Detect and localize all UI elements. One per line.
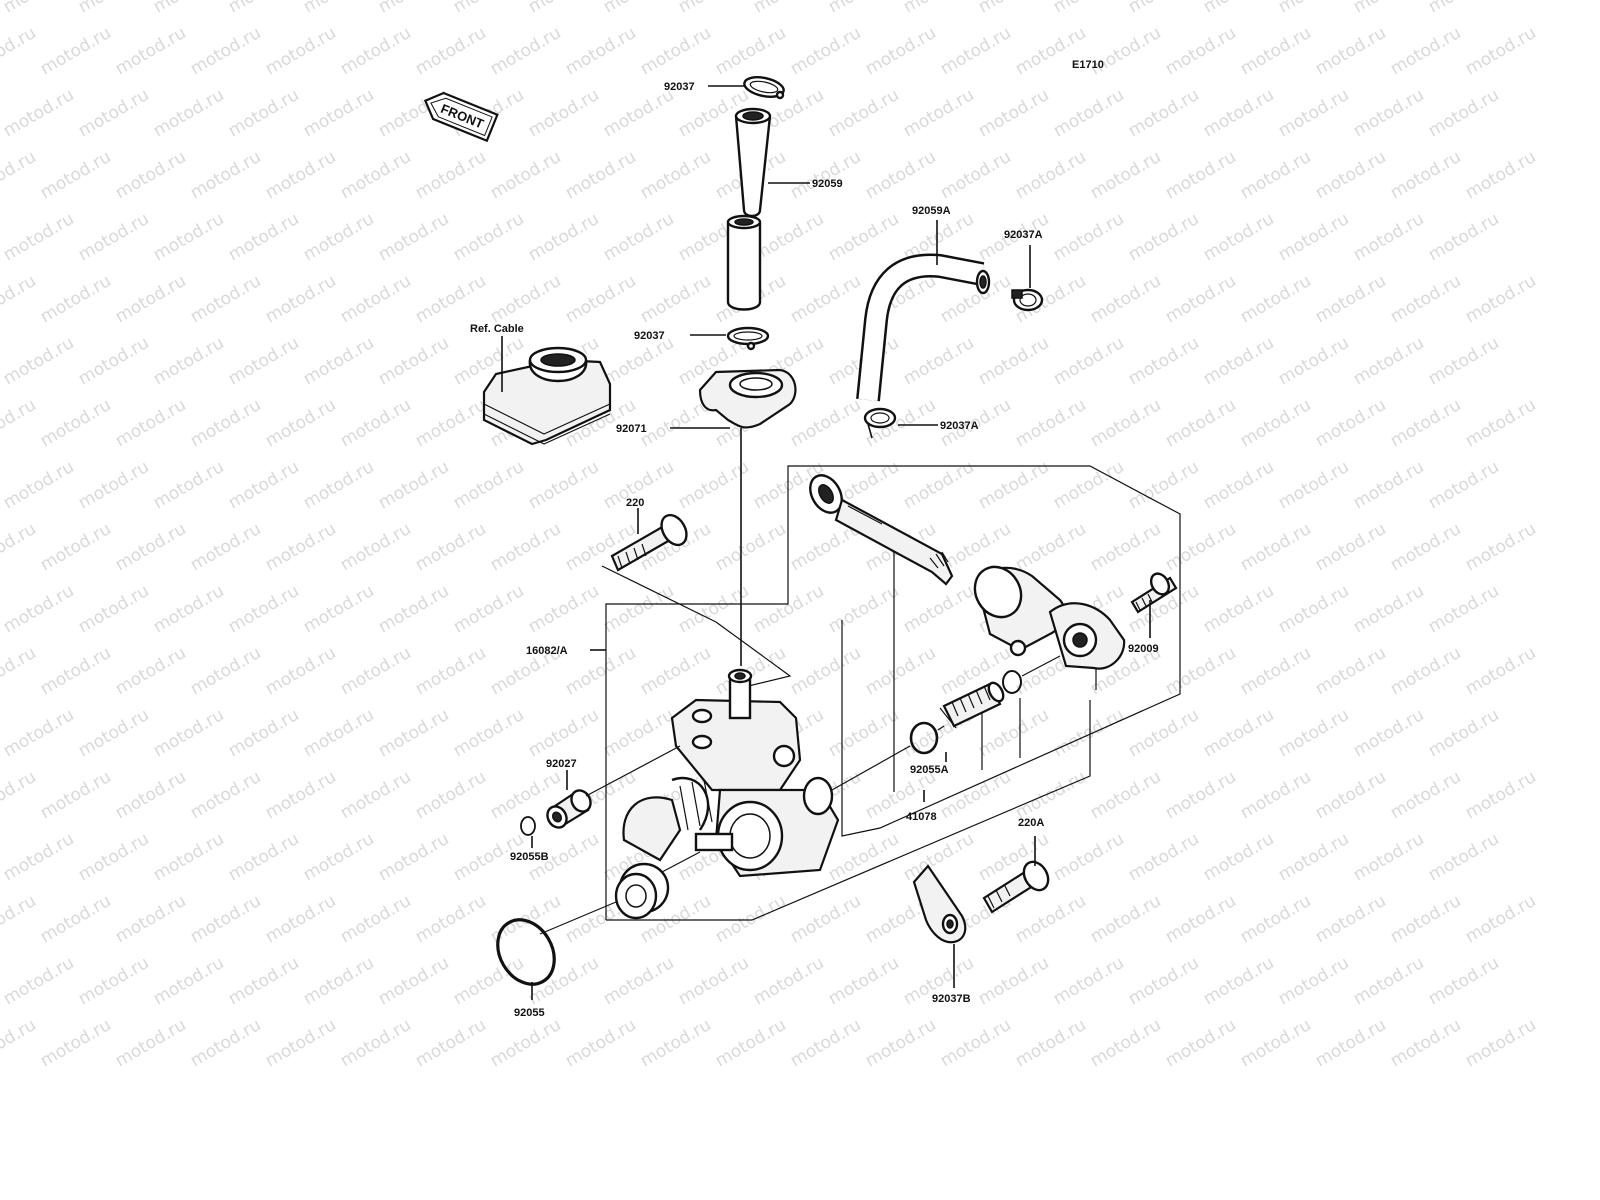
label-92071: 92071: [616, 423, 647, 435]
assembly-frame-lines: [601, 465, 1181, 921]
oring-92055B: [520, 816, 536, 836]
diagram-code: E1710: [1072, 59, 1104, 71]
ref-cable-boot: [482, 346, 612, 446]
label-92009: 92009: [1128, 643, 1159, 655]
label-92059: 92059: [812, 178, 843, 190]
oil-pump-body: [622, 668, 840, 878]
hose-92059A: [856, 253, 991, 402]
label-92055A: 92055A: [910, 764, 949, 776]
label-92037A-right: 92037A: [1004, 229, 1043, 241]
clamp-92037A-low: [863, 407, 897, 439]
bolt-220A: [982, 860, 1050, 914]
oring-92055A: [909, 721, 939, 755]
label-92037B: 92037B: [932, 993, 971, 1005]
pump-shaft: [809, 474, 954, 586]
label-92055B: 92055B: [510, 851, 549, 863]
label-92037A-low: 92037A: [940, 420, 979, 432]
label-92037-top: 92037: [664, 81, 695, 93]
label-92027: 92027: [546, 758, 577, 770]
bolt-220: [610, 513, 688, 572]
clamp-92037A-right: [1011, 288, 1044, 312]
hose-92059-upper: [734, 107, 772, 218]
oring-92055: [496, 918, 556, 986]
label-92059A: 92059A: [912, 205, 951, 217]
pump-cover: [973, 565, 1126, 670]
label-92055: 92055: [514, 1007, 545, 1019]
plunger: [939, 681, 1005, 729]
label-220: 220: [626, 497, 644, 509]
clip-92037-mid: [726, 326, 770, 351]
collar-92027: [546, 789, 592, 829]
clip-92037-top: [743, 76, 785, 100]
label-16082A: 16082/A: [526, 645, 568, 657]
hose-92059-lower: [726, 214, 762, 311]
grommet-92071: [698, 368, 797, 429]
oil-seal: [614, 862, 670, 920]
label-92037-mid: 92037: [634, 330, 665, 342]
plate-92037B: [912, 864, 967, 944]
front-arrow-icon: FRONT: [423, 91, 499, 143]
oring-small: [1002, 670, 1022, 694]
screw-92009: [1130, 572, 1178, 614]
label-220A: 220A: [1018, 817, 1044, 829]
label-41078: 41078: [906, 811, 937, 823]
label-ref-cable: Ref. Cable: [470, 323, 524, 335]
